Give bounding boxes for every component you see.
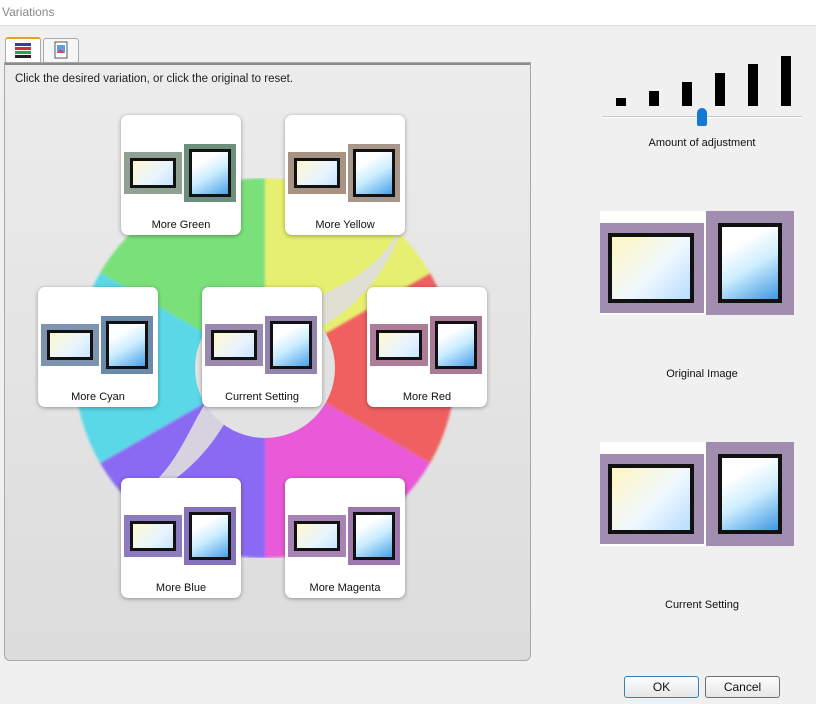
variation-label: More Green: [151, 219, 211, 231]
ok-button[interactable]: OK: [624, 676, 699, 698]
variation-thumbnail: [288, 144, 402, 202]
thumbnail-right-page: [348, 144, 400, 202]
variation-label: More Magenta: [309, 582, 381, 594]
original-image-preview[interactable]: [600, 211, 794, 315]
adjustment-label: Amount of adjustment: [648, 137, 756, 149]
thumbnail-right-page: [184, 507, 236, 565]
variation-more-yellow[interactable]: More Yellow: [285, 115, 405, 235]
thumbnail-left-page: [370, 324, 428, 366]
variation-thumbnail: [288, 507, 402, 565]
level-bar: [616, 98, 626, 106]
original-image-label: Original Image: [666, 368, 738, 380]
thumbnail-left-page: [288, 515, 346, 557]
title-bar: Variations: [0, 0, 816, 26]
variation-thumbnail: [370, 316, 484, 374]
thumbnail-left-page: [205, 324, 263, 366]
variation-thumbnail: [41, 316, 155, 374]
tab-variations[interactable]: [5, 37, 41, 63]
slider-thumb[interactable]: [697, 108, 707, 126]
preview-left-page: [600, 223, 704, 313]
variation-label: More Red: [402, 391, 452, 403]
current-setting-preview: [600, 442, 794, 546]
instruction-text: Click the desired variation, or click th…: [15, 73, 294, 85]
level-bar: [715, 73, 725, 106]
variation-label: More Yellow: [315, 219, 375, 231]
adjustment-slider[interactable]: [602, 50, 802, 130]
thumbnail-right-page: [101, 316, 153, 374]
variation-more-green[interactable]: More Green: [121, 115, 241, 235]
current-setting-label: Current Setting: [665, 599, 739, 611]
tab-image[interactable]: [43, 38, 79, 62]
thumbnail-left-page: [41, 324, 99, 366]
variation-thumbnail: [124, 507, 238, 565]
thumbnail-left-page: [288, 152, 346, 194]
thumbnail-right-page: [184, 144, 236, 202]
level-bar: [748, 64, 758, 106]
thumbnail-left-page: [124, 152, 182, 194]
variation-thumbnail: [124, 144, 238, 202]
thumbnail-left-page: [124, 515, 182, 557]
level-bar: [682, 82, 692, 106]
variation-thumbnail: [205, 316, 319, 374]
color-bars-icon: [15, 43, 31, 58]
variation-more-magenta[interactable]: More Magenta: [285, 478, 405, 598]
thumbnail-right-page: [265, 316, 317, 374]
image-file-icon: [54, 41, 68, 59]
variation-current-setting[interactable]: Current Setting: [202, 287, 322, 407]
variation-more-red[interactable]: More Red: [367, 287, 487, 407]
preview-left-page: [600, 454, 704, 544]
cancel-button[interactable]: Cancel: [705, 676, 780, 698]
preview-right-page: [706, 442, 794, 546]
thumbnail-right-page: [430, 316, 482, 374]
variation-label: More Blue: [155, 582, 207, 594]
thumbnail-right-page: [348, 507, 400, 565]
level-bar: [781, 56, 791, 106]
variation-more-blue[interactable]: More Blue: [121, 478, 241, 598]
level-bar: [649, 91, 659, 106]
window-title: Variations: [2, 5, 55, 19]
variation-label: More Cyan: [71, 391, 125, 403]
variation-more-cyan[interactable]: More Cyan: [38, 287, 158, 407]
variation-label: Current Setting: [225, 391, 299, 403]
preview-right-page: [706, 211, 794, 315]
